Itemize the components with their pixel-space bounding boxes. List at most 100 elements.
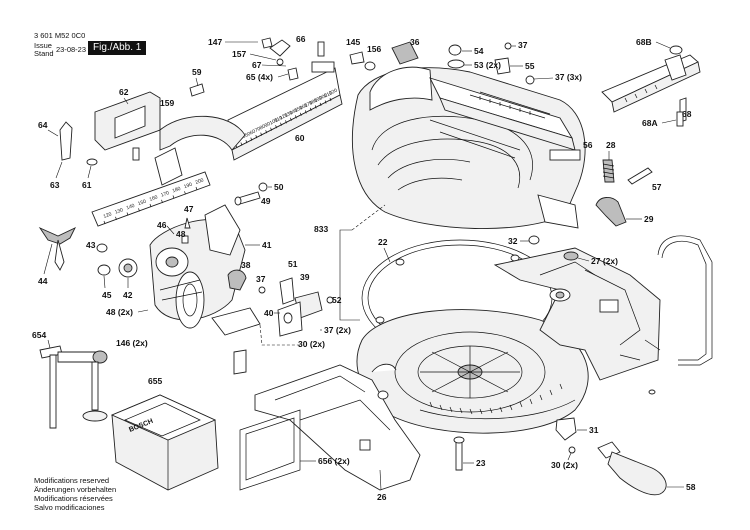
scale-tick <box>319 102 322 107</box>
part-label: 53 (2x) <box>474 60 501 70</box>
arrow-label-36 <box>391 41 419 65</box>
note-line: Salvo modificaciones <box>34 503 105 512</box>
scale-tick <box>172 195 175 199</box>
screw-37-3x <box>525 75 535 85</box>
part-label: 45 <box>102 290 112 300</box>
screw-147 <box>261 37 273 49</box>
part-label: 54 <box>474 46 484 56</box>
part-31 <box>555 417 577 441</box>
scale-tick <box>103 220 106 225</box>
scale-tick-label: 180 <box>308 97 318 106</box>
note-line: Änderungen vorbehalten <box>34 485 117 494</box>
note-line: Modifications reserved <box>34 476 110 485</box>
carry-handle <box>657 235 713 366</box>
bolt-145 <box>349 51 365 65</box>
part-label: 66 <box>296 34 306 44</box>
scale-tick <box>309 107 312 112</box>
screw-59 <box>189 83 205 97</box>
screw-157 <box>276 58 284 66</box>
screw-57 <box>627 167 653 185</box>
part-label: 37 <box>518 40 528 50</box>
foot-27 <box>563 251 579 261</box>
part-label: 157 <box>232 49 246 59</box>
scale-tick <box>329 97 332 102</box>
part-label: 47 <box>184 204 194 214</box>
tilt-pivot-bracket <box>149 204 246 329</box>
screw-49 <box>234 191 261 206</box>
screw-48 <box>181 235 189 244</box>
scale-tick-label: 110 <box>274 115 284 124</box>
scale-tick <box>161 199 163 203</box>
battery-pack: BOSCH <box>110 394 219 491</box>
part-label: 52 <box>332 295 342 305</box>
scale-tick-label: 210 <box>323 90 333 99</box>
nut-32 <box>528 235 540 245</box>
part-label: 146 (2x) <box>116 338 148 348</box>
clip-55 <box>494 57 511 75</box>
scale-tick <box>280 122 282 126</box>
part-label: 68B <box>636 37 652 47</box>
spring-28 <box>602 159 615 183</box>
scale-tick <box>138 208 140 212</box>
saw-base-casting <box>493 247 661 395</box>
scale-tick-label: 160 <box>149 194 159 203</box>
scale-tick <box>240 142 243 146</box>
part-label: 30 (2x) <box>551 460 578 470</box>
part-label: 27 (2x) <box>591 256 618 266</box>
part-label: 64 <box>38 120 48 130</box>
clamp-66 <box>269 39 291 57</box>
part-label: 654 <box>32 330 46 340</box>
scale-tick-label: 90 <box>264 121 272 129</box>
arm-lock-parts <box>211 269 334 375</box>
scale-tick <box>324 100 327 104</box>
part-label: 68 <box>682 109 692 119</box>
scale-tick-label: 130 <box>114 207 124 216</box>
arrow-indicator <box>371 363 397 373</box>
part-label: 63 <box>50 180 60 190</box>
part-label: 57 <box>652 182 662 192</box>
scale-tick-label: 150 <box>294 105 304 114</box>
part-label: 55 <box>525 61 535 71</box>
part-label: 32 <box>508 236 518 246</box>
screw-65 <box>287 67 299 81</box>
scale-tick-label: 60 <box>249 128 257 136</box>
part-label: 37 <box>256 274 266 284</box>
bolt-upper <box>317 41 325 57</box>
part-label: 159 <box>160 98 174 108</box>
scale-tick <box>314 105 317 109</box>
blade-guard-assembly <box>352 66 586 229</box>
part-label: 68A <box>642 118 658 128</box>
part-label: 41 <box>262 240 272 250</box>
scale-tick-label: 160 <box>298 102 308 111</box>
scale-tick <box>260 132 263 136</box>
part-label: 62 <box>119 87 129 97</box>
scale-tick <box>126 212 129 216</box>
knob-54 <box>448 44 462 56</box>
part-label: 656 (2x) <box>318 456 350 466</box>
scale-tick-label: 190 <box>313 95 323 104</box>
part-label: 67 <box>252 60 262 70</box>
scale-tick <box>115 216 117 220</box>
part-label: 42 <box>123 290 133 300</box>
left-fence-bracket <box>59 91 246 186</box>
scale-tick-label: 50 <box>244 131 252 139</box>
scale-tick <box>245 139 248 144</box>
scale-tick-label: 120 <box>103 211 113 220</box>
scale-tick-label: 80 <box>259 123 267 131</box>
vertical-clamp <box>39 345 108 429</box>
scale-tick-label: 130 <box>284 110 294 119</box>
part-label: 48 <box>176 229 186 239</box>
part-label: 39 <box>300 272 310 282</box>
screw-30 <box>568 446 576 454</box>
scale-tick-label: 200 <box>195 177 205 186</box>
washer-50 <box>258 182 268 192</box>
part-label: 156 <box>367 44 381 54</box>
scale-tick-label: 170 <box>303 100 313 109</box>
part-label: 655 <box>148 376 162 386</box>
part-labels: 147 66 157 67 65 (4x) 145 156 36 54 37 5… <box>32 34 696 502</box>
scale-tick-label: 70 <box>254 126 262 134</box>
scale-tick-label: 140 <box>289 107 299 116</box>
issue-date: 23-08-23 <box>56 45 87 54</box>
